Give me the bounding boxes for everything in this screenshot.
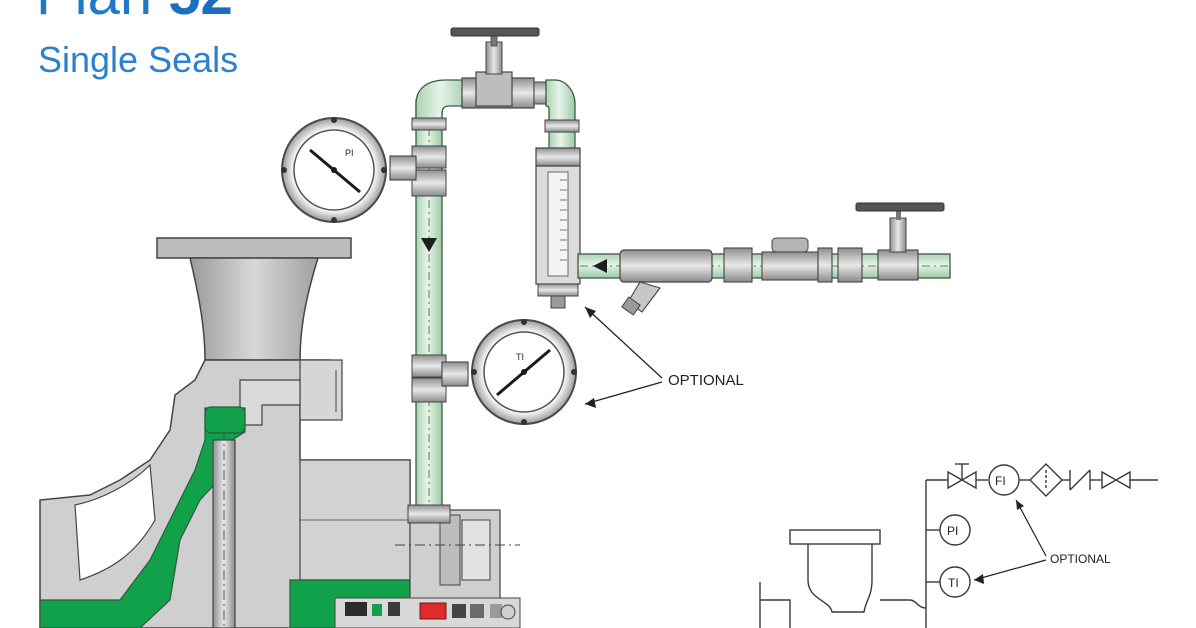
plan-title-prefix: Plan <box>36 0 168 27</box>
schematic-optional-label: OPTIONAL <box>1050 552 1111 566</box>
temperature-gauge: TI <box>441 319 577 425</box>
optional-label: OPTIONAL <box>668 372 744 389</box>
plan-number: 52 <box>168 0 233 27</box>
ti-gauge-label: TI <box>516 352 524 362</box>
plan-subtitle: Single Seals <box>38 39 239 80</box>
pressure-gauge: PI <box>281 117 417 223</box>
mechanical-seal <box>334 509 521 628</box>
schematic-fi-label: FI <box>995 474 1006 488</box>
schematic-pi-label: PI <box>947 524 958 538</box>
horizontal-pipe <box>577 202 951 316</box>
optional-callout: OPTIONAL <box>584 306 744 408</box>
pump-shaft <box>212 430 236 628</box>
flow-indicator <box>535 147 581 309</box>
schematic-ti-label: TI <box>948 576 959 590</box>
pi-gauge-label: PI <box>345 148 354 158</box>
flow-arrow-left <box>593 259 607 273</box>
plan-title: Plan 52 <box>36 0 233 24</box>
vertical-pipe <box>407 79 471 524</box>
schematic-diagram <box>759 463 1158 628</box>
top-isolation-valve <box>450 27 547 109</box>
flow-arrow-down <box>421 238 437 252</box>
schematic-optional-callout: OPTIONAL <box>973 499 1111 584</box>
right-elbow-pipe <box>544 79 580 151</box>
schematic-labels: FI PI TI <box>947 474 1006 590</box>
